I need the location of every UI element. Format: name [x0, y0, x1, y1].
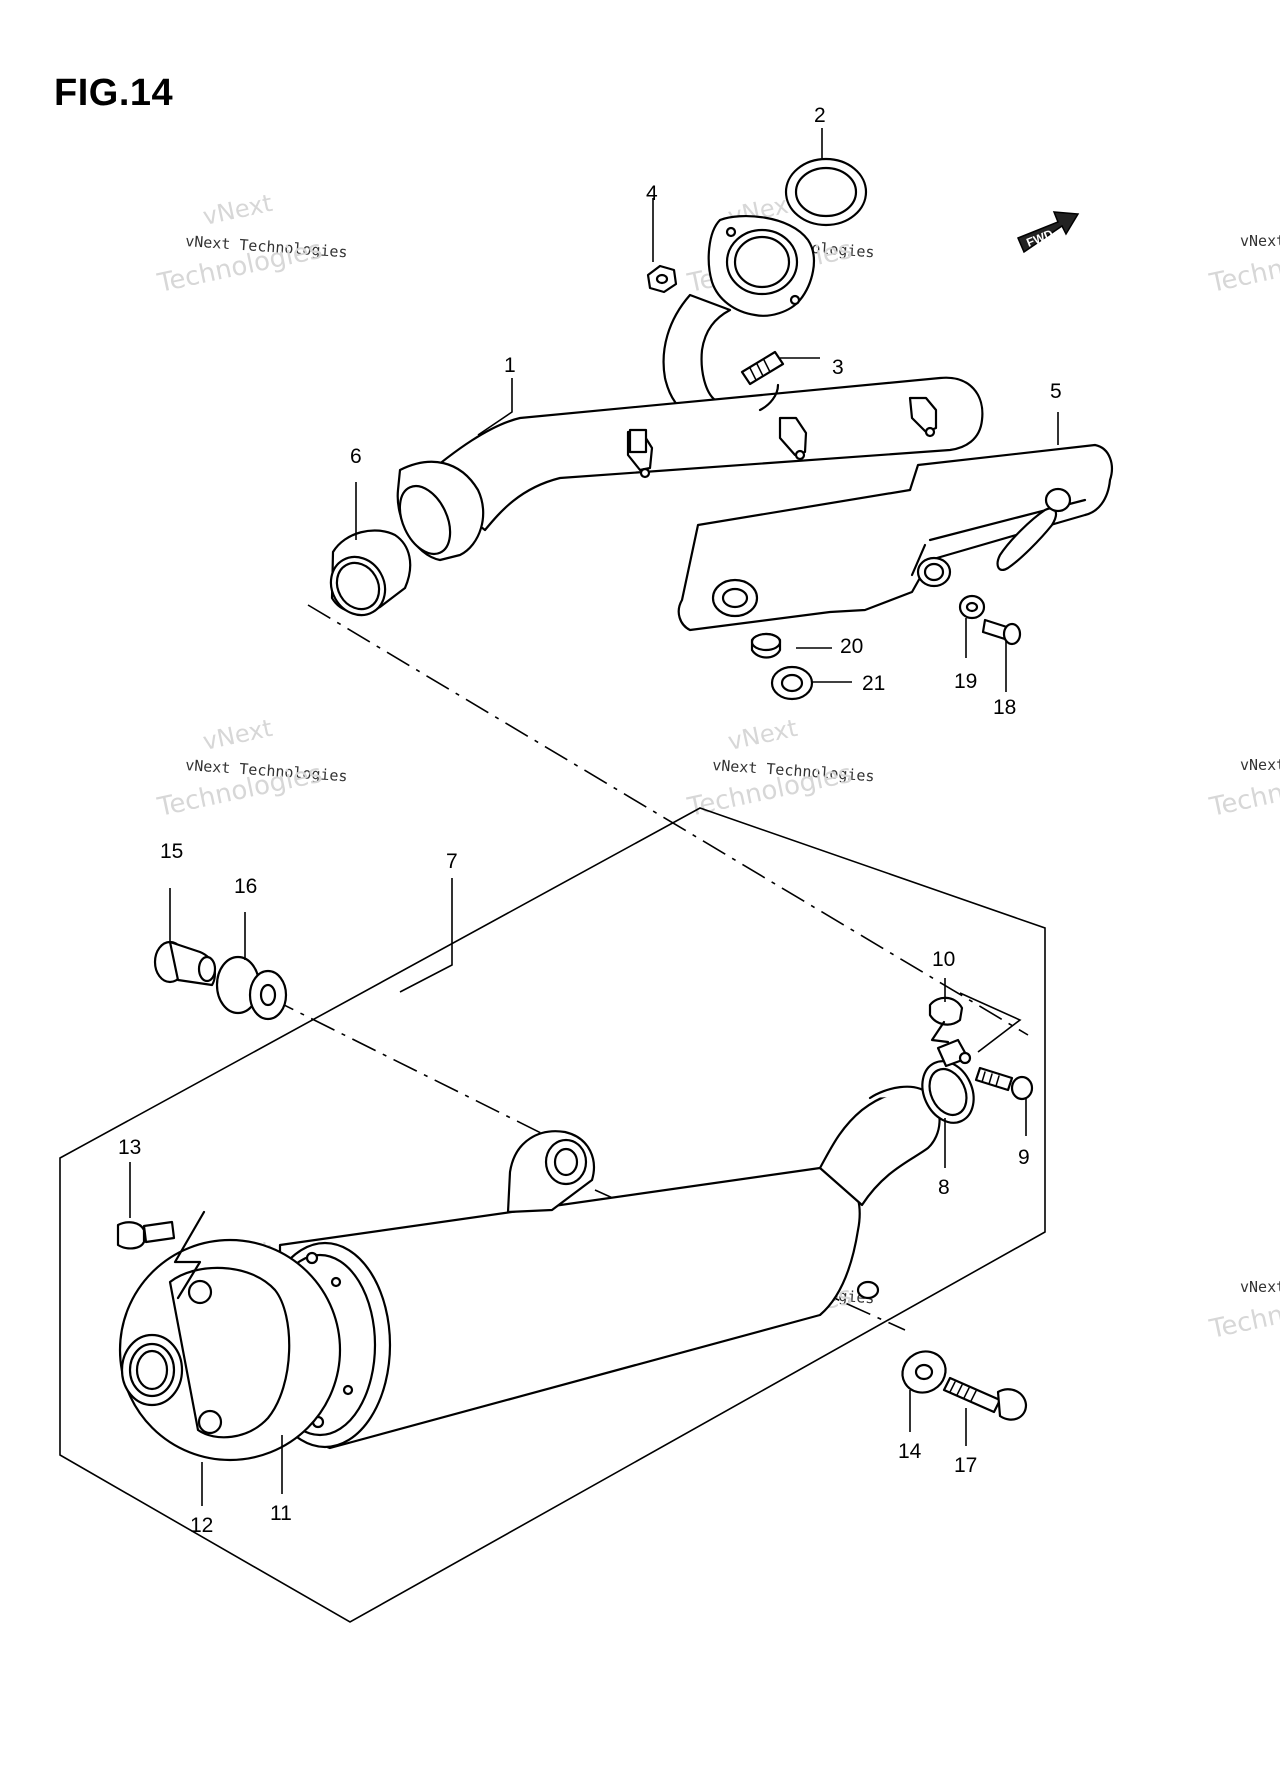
- gasket-sleeve-part-6: [329, 529, 412, 617]
- grommet-part-16: [215, 955, 288, 1021]
- callout-1: 1: [504, 354, 516, 377]
- callout-6: 6: [350, 445, 362, 468]
- callout-14: 14: [898, 1440, 922, 1463]
- bolt-part-9: [974, 1066, 1034, 1101]
- fwd-label: FWD: [1024, 227, 1055, 250]
- callout-11: 11: [270, 1502, 292, 1525]
- callout-19: 19: [954, 670, 977, 693]
- figure-title: FIG.14: [54, 72, 174, 114]
- callout-18: 18: [993, 696, 1016, 719]
- callout-10: 10: [932, 948, 955, 971]
- callout-2: 2: [814, 104, 826, 127]
- washer-part-19: [958, 594, 986, 620]
- grommet-part-21: [770, 665, 814, 701]
- watermark-text-23: vNext Technologies: [1240, 1278, 1280, 1296]
- nut-part-4: [646, 264, 678, 294]
- watermark-text-7: vNext: [200, 714, 274, 756]
- alignment-line-top: [307, 604, 1029, 1036]
- callout-5: 5: [1050, 380, 1062, 403]
- exhaust-pipe-part-1: [396, 215, 984, 562]
- bolt-part-18: [981, 618, 1022, 646]
- callout-20: 20: [840, 635, 863, 658]
- callout-21: 21: [862, 672, 885, 695]
- callout-15: 15: [160, 840, 183, 863]
- callout-3: 3: [832, 356, 844, 379]
- assembly-outline: [59, 807, 1046, 1623]
- callout-labels: 2 4 3 1 5 6 20 21 19 18 7 15 16 10 9 8 1…: [118, 104, 1062, 1537]
- clamp-part-8: [921, 1038, 975, 1124]
- bolt-part-17: [942, 1376, 1028, 1421]
- spring-clip-part-10: [928, 996, 964, 1044]
- callout-17: 17: [954, 1454, 977, 1477]
- bolt-part-13: [116, 1210, 206, 1300]
- callout-12: 12: [190, 1514, 213, 1537]
- collar-part-20: [750, 632, 782, 659]
- callout-8: 8: [938, 1176, 950, 1199]
- watermark-mid-center: vNext vNext Technologies Technologies: [684, 714, 875, 823]
- callout-16: 16: [234, 875, 257, 898]
- watermark-right-edge: vNext Technologies Technologies vNext Te…: [1206, 232, 1280, 1345]
- alignment-line-mid: [269, 997, 556, 1141]
- callout-4: 4: [646, 182, 658, 205]
- callout-7: 7: [446, 850, 458, 873]
- leader-lines: [129, 128, 1059, 1506]
- watermark-mid-left: vNext vNext Technologies Technologies: [154, 714, 348, 823]
- callout-13: 13: [118, 1136, 141, 1159]
- gasket-ring-part-2: [784, 157, 868, 227]
- collar-part-15: [153, 940, 217, 987]
- heat-shield-part-5: [677, 443, 1113, 632]
- watermark-text-19: vNext Technologies: [1240, 232, 1280, 250]
- watermark-text-21: vNext Technologies: [1240, 756, 1280, 774]
- stud-part-3: [740, 350, 785, 386]
- fwd-arrow-icon: FWD: [1017, 211, 1080, 254]
- watermark-group: vNext vNext Technologies Technologies vN…: [154, 189, 1280, 1345]
- washer-part-14: [901, 1350, 947, 1394]
- watermark-top-left: vNext vNext Technologies Technologies: [154, 189, 348, 299]
- watermark-text-10: vNext: [725, 714, 799, 756]
- watermark-text-1: vNext: [200, 189, 274, 231]
- callout-9: 9: [1018, 1146, 1030, 1169]
- tail-cover-part-12: [118, 1238, 342, 1462]
